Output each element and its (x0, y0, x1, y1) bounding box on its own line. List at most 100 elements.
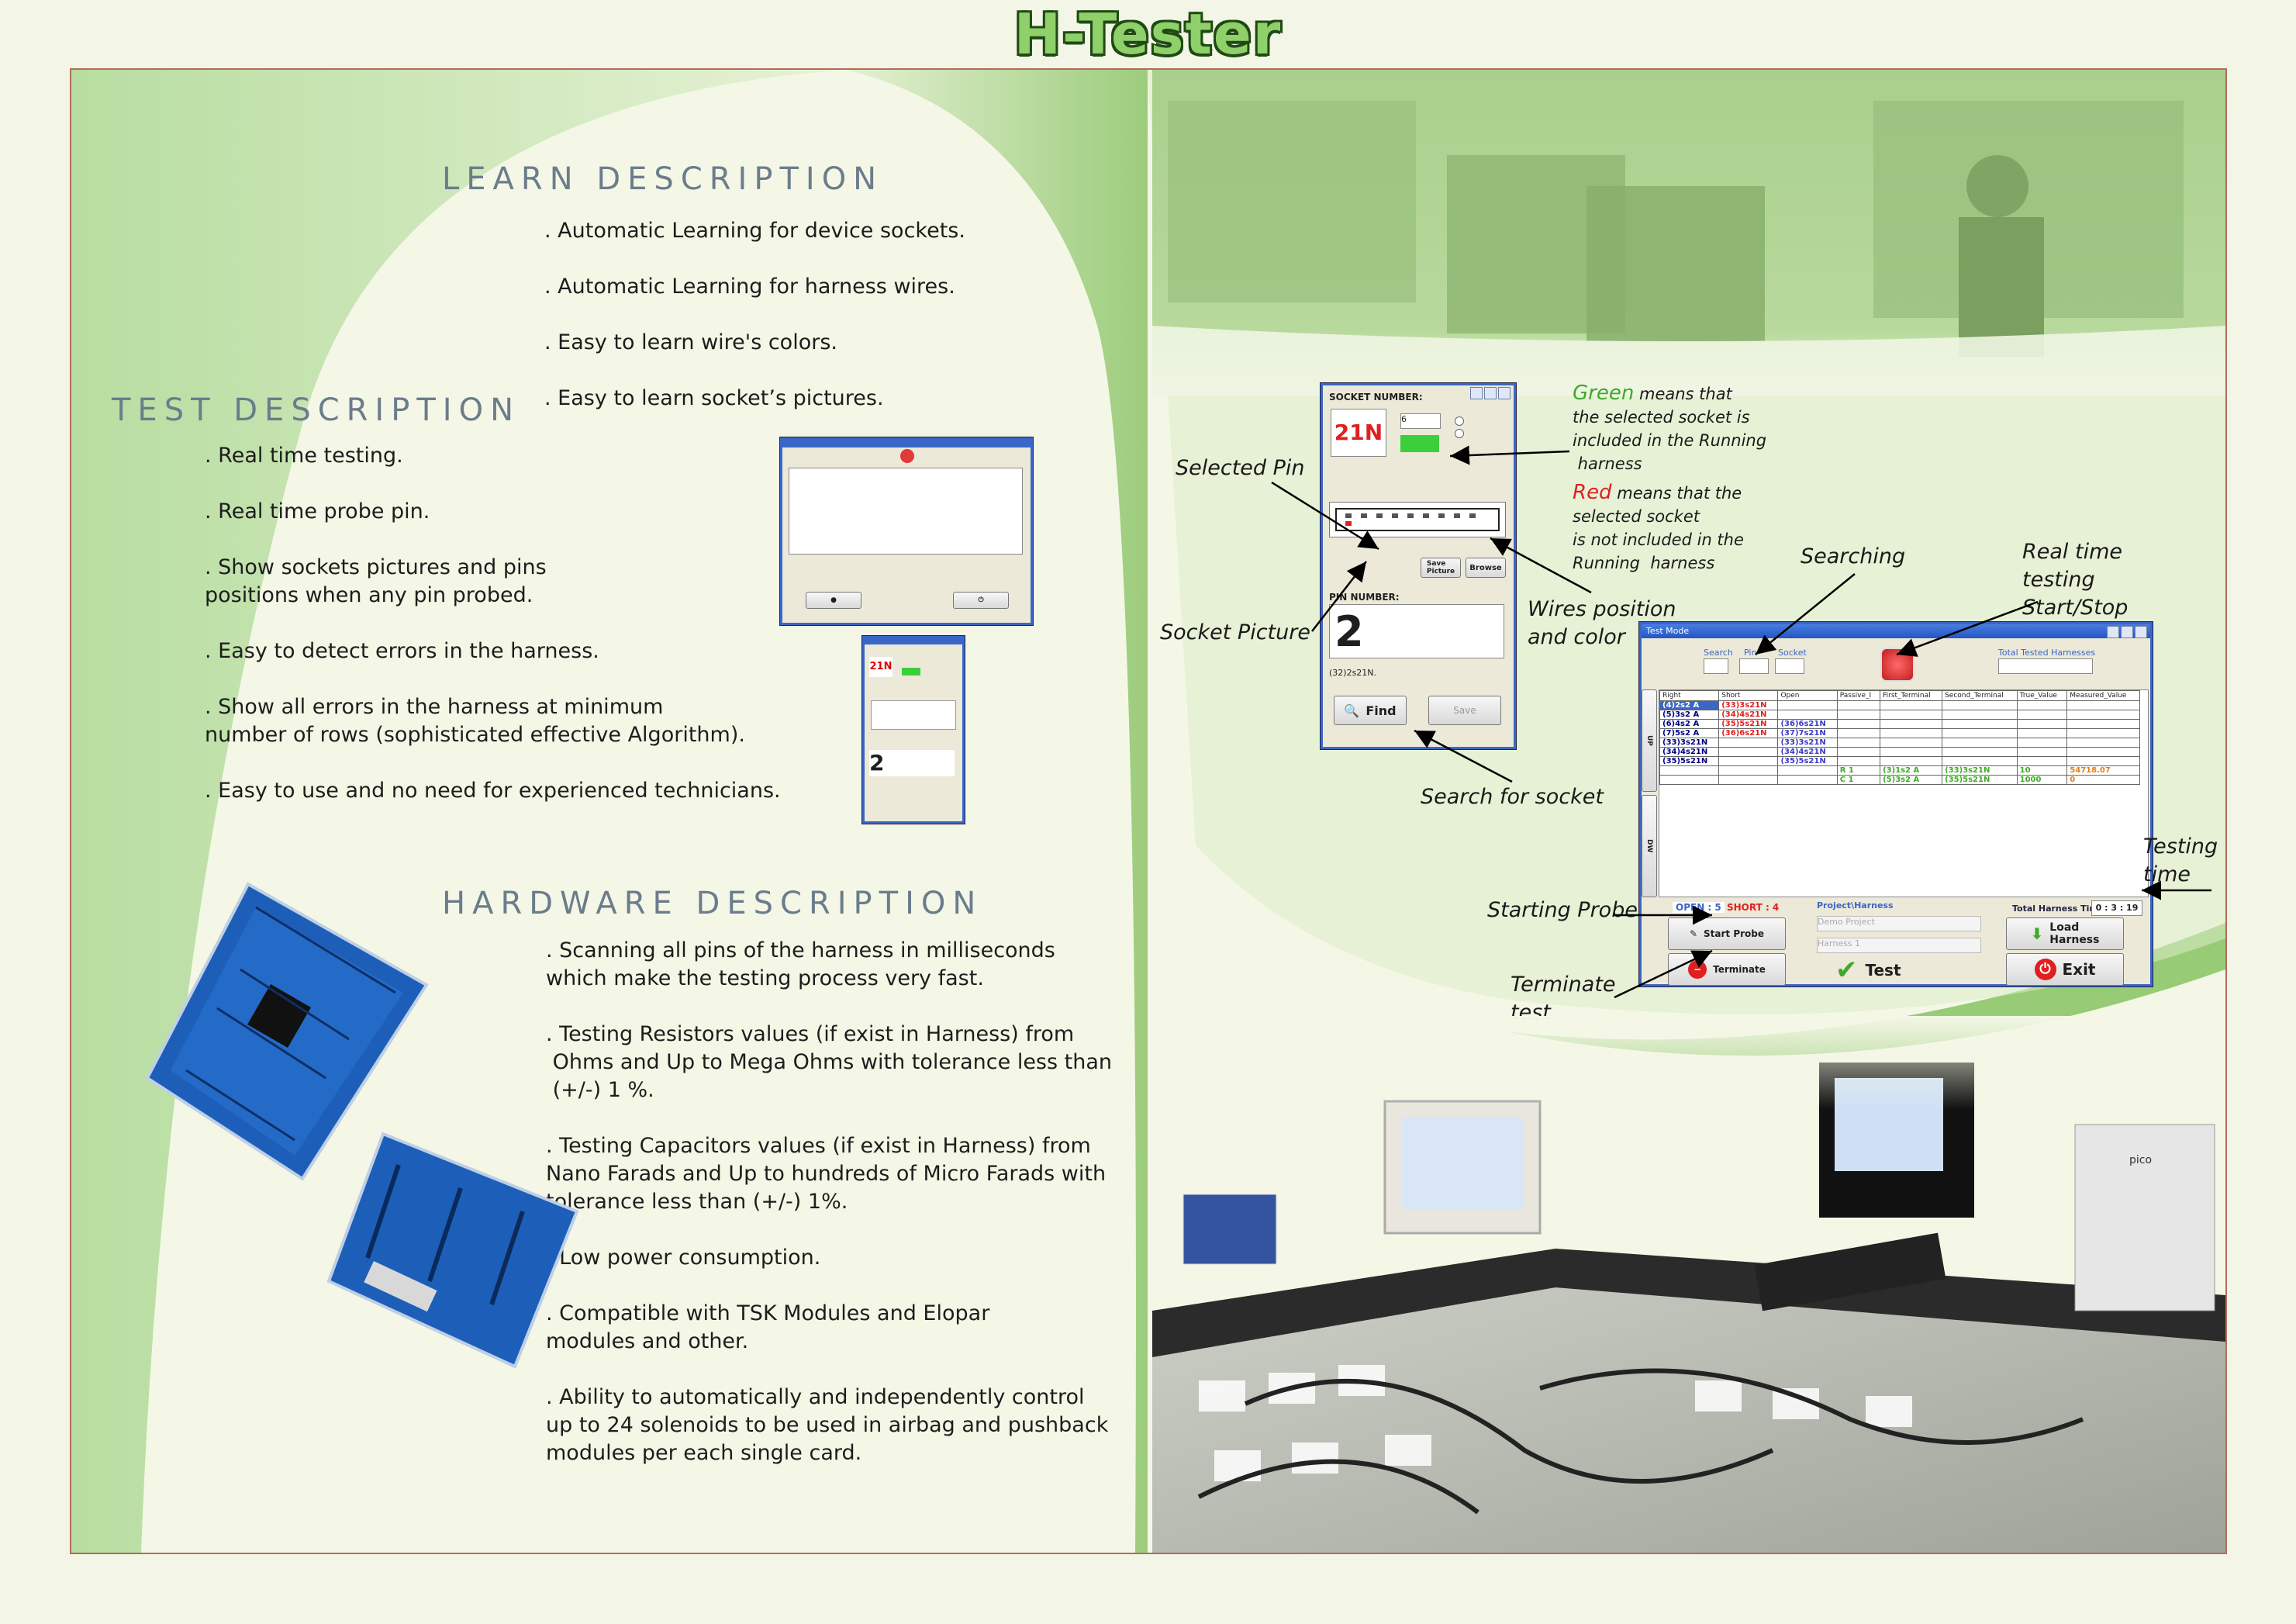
table-cell (1836, 728, 1881, 738)
table-row[interactable]: (33)3s21N(33)3s21N (1659, 738, 2140, 748)
table-header-cell: Second_Terminal (1942, 690, 2018, 701)
mini-test-window: ● ⏻ (780, 437, 1033, 625)
table-row[interactable]: (35)5s21N(35)5s21N (1659, 756, 2140, 766)
circuit-board-image (145, 882, 429, 1181)
learn-item: . Automatic Learning for harness wires. (544, 275, 955, 299)
table-cell (1777, 765, 1838, 776)
search-button[interactable] (1704, 658, 1728, 674)
annotation-terminate-test: Terminate test (1511, 973, 1616, 1025)
pin-label: Pin (1744, 648, 1757, 658)
annotation-real-time: Real time testing Start/Stop (2022, 540, 2129, 620)
table-cell: (5)3s2 A (1880, 775, 1943, 785)
table-cell: (35)5s21N (1718, 719, 1779, 729)
learn-title: LEARN DESCRIPTION (442, 161, 884, 197)
learn-item: . Easy to learn wire's colors. (544, 330, 837, 354)
load-harness-label: Load Harness (2049, 921, 2100, 946)
table-row[interactable]: (5)3s2 A(34)4s21N (1659, 710, 2140, 720)
test-mode-window: Test Mode Search Pin Socket Total Tested… (1639, 622, 2153, 986)
printer-label: pico (2129, 1154, 2152, 1166)
pin-input[interactable] (1739, 658, 1769, 674)
load-harness-button[interactable]: ⬇ Load Harness (2006, 917, 2124, 950)
table-header-cell: Passive_I (1836, 690, 1881, 701)
table-cell (1880, 738, 1943, 748)
checkmark-icon: ✔ (1835, 955, 1858, 986)
table-row[interactable]: (7)5s2 A(36)6s21N(37)7s21N (1659, 728, 2140, 738)
table-cell: R 1 (1836, 765, 1881, 776)
hardware-item: . Testing Resistors values (if exist in … (546, 1022, 1113, 1102)
table-cell (1880, 747, 1943, 757)
table-cell (1942, 700, 2018, 710)
annotation-search-socket: Search for socket (1421, 785, 1604, 809)
table-cell (2066, 747, 2140, 757)
find-label: Find (1366, 703, 1397, 718)
table-cell: (33)3s21N (1777, 738, 1838, 748)
harness-select[interactable]: Harness 1 (1817, 938, 1981, 953)
table-cell: (34)4s21N (1659, 747, 1720, 757)
table-cell (2066, 700, 2140, 710)
table-cell: 54718.07 (2066, 765, 2140, 776)
hardware-item: . Low power consumption. (546, 1246, 821, 1270)
save-button[interactable]: Save (1428, 696, 1501, 725)
find-button[interactable]: 🔍Find (1334, 696, 1407, 725)
light-radio[interactable] (1455, 429, 1464, 438)
start-stop-button[interactable] (1880, 648, 1914, 682)
table-cell (2066, 738, 2140, 748)
test-item: . Easy to use and no need for experience… (205, 779, 781, 803)
table-cell (2016, 700, 2068, 710)
start-probe-button[interactable]: ✎Start Probe (1668, 917, 1786, 950)
socket-input[interactable] (1775, 658, 1804, 674)
socket-number-window: SOCKET NUMBER: 21N 6 Save Picture Browse… (1321, 383, 1516, 749)
exit-button[interactable]: ⏻Exit (2006, 953, 2124, 986)
table-header-cell: Right (1659, 690, 1720, 701)
exit-label: Exit (2062, 960, 2096, 979)
socket-number-value: 21N (1331, 409, 1386, 457)
table-cell: (3)1s2 A (1880, 765, 1943, 776)
up-button[interactable]: UP (1642, 689, 1657, 792)
table-row[interactable]: (4)2s2 A(33)3s21N (1659, 700, 2140, 710)
terminate-button[interactable]: −Terminate (1668, 953, 1786, 986)
down-button[interactable]: DW (1642, 795, 1657, 897)
table-cell: (4)2s2 A (1659, 700, 1720, 710)
table-cell: 10 (2016, 765, 2068, 776)
browse-button[interactable]: Browse (1466, 558, 1506, 578)
socket-field[interactable]: 6 (1400, 413, 1441, 429)
table-cell (1836, 700, 1881, 710)
table-header-cell: True_Value (2016, 690, 2068, 701)
table-cell (1718, 765, 1779, 776)
light-radio[interactable] (1455, 416, 1464, 426)
close-icon[interactable] (2135, 626, 2147, 638)
table-cell (2066, 710, 2140, 720)
harness-time-label: Total Harness Time (2012, 904, 2104, 914)
table-cell (2016, 710, 2068, 720)
workstation-photo: pico (1152, 1016, 2225, 1553)
test-item: . Show sockets pictures and pins positio… (205, 555, 547, 607)
table-cell (1836, 747, 1881, 757)
table-cell (1718, 738, 1779, 748)
table-cell: C 1 (1836, 775, 1881, 785)
table-header-cell: Open (1777, 690, 1838, 701)
table-cell (2066, 719, 2140, 729)
project-select[interactable]: Demo Project (1817, 916, 1981, 931)
annotation-green-note: Green means that the selected socket is … (1573, 382, 1766, 475)
table-row[interactable]: (34)4s21N(34)4s21N (1659, 747, 2140, 757)
table-cell: (35)5s21N (1942, 775, 2018, 785)
open-count: OPEN : 5 (1673, 902, 1725, 913)
probe-icon: ✎ (1689, 928, 1698, 939)
table-cell: (7)5s2 A (1659, 728, 1720, 738)
annotation-starting-probe: Starting Probe (1487, 898, 1638, 922)
table-cell: (36)6s21N (1718, 728, 1779, 738)
download-icon: ⬇ (2030, 924, 2044, 943)
test-button[interactable]: ✔Test (1835, 955, 1952, 986)
annotation-socket-picture: Socket Picture (1160, 620, 1310, 644)
table-cell: 1000 (2016, 775, 2068, 785)
table-cell (1718, 756, 1779, 766)
socket-status-indicator (1400, 435, 1439, 452)
save-picture-button[interactable]: Save Picture (1421, 558, 1461, 578)
table-row[interactable]: (6)4s2 A(35)5s21N(36)6s21N (1659, 719, 2140, 729)
table-cell (1880, 728, 1943, 738)
socket-label: Socket (1778, 648, 1807, 658)
annotation-red-note: Red means that the selected socket is no… (1573, 481, 1744, 575)
table-cell (1880, 719, 1943, 729)
